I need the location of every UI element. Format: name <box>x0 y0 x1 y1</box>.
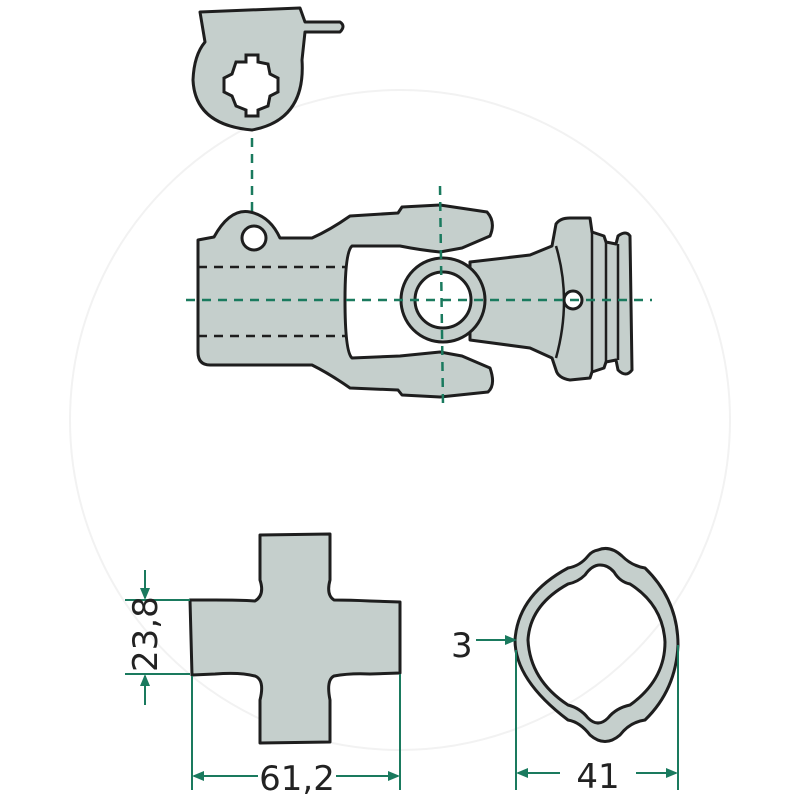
clamp-end-view <box>191 6 345 132</box>
dim-label-61-2: 61,2 <box>259 759 335 799</box>
dimension-wall-thickness: 3 <box>451 626 517 666</box>
dim-label-23-8: 23,8 <box>126 596 166 672</box>
dimension-tube-width: 41 <box>515 645 679 797</box>
dim-label-3: 3 <box>451 626 473 666</box>
cross-journal <box>188 532 402 745</box>
dimension-cross-width: 61,2 <box>191 674 401 799</box>
main-axis-vertical <box>438 185 445 406</box>
tube-profile <box>513 547 680 743</box>
dim-label-41: 41 <box>576 757 619 797</box>
dimension-cross-height: 23,8 <box>125 570 190 705</box>
